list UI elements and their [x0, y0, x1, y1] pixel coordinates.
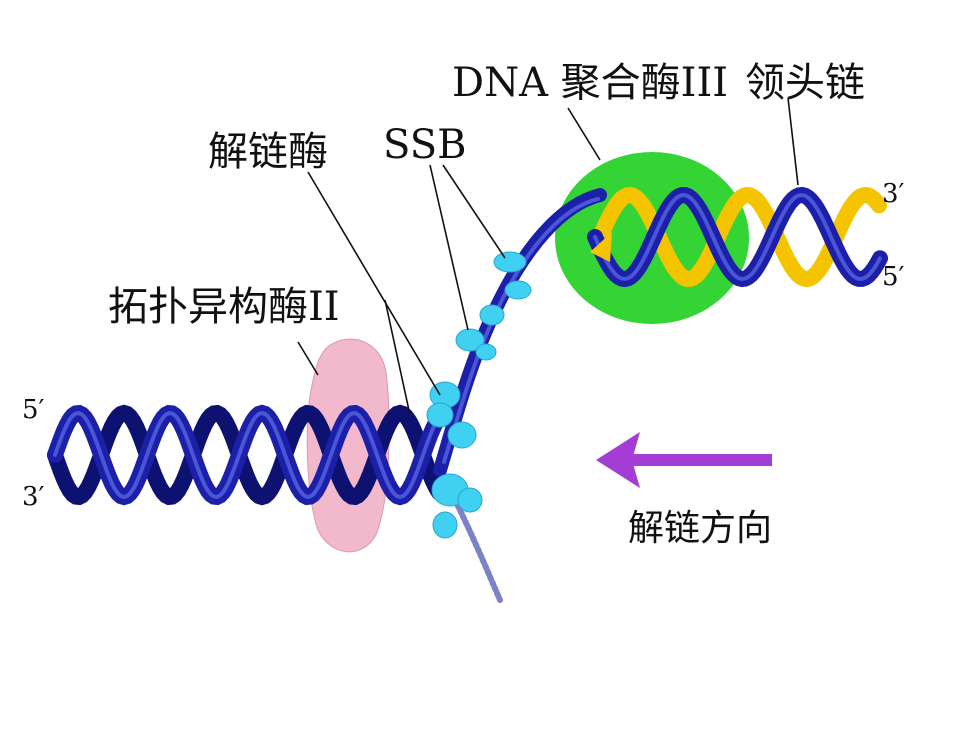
leader-line-topo — [297, 341, 319, 376]
ssb-proteins — [426, 251, 532, 539]
leader-line-helicase-2 — [384, 299, 411, 416]
leader-lines — [297, 97, 799, 416]
topoisomerase-blob — [306, 338, 390, 553]
label-left-top-end: 5′ — [22, 395, 45, 425]
leader-line-ssb-1 — [429, 164, 469, 331]
frayed-strand-end — [452, 497, 503, 603]
label-helicase: 解链酶 — [208, 129, 328, 175]
label-dna-polymerase: DNA 聚合酶III — [452, 60, 728, 106]
ssb-protein — [457, 487, 483, 513]
ssb-protein — [493, 251, 527, 273]
ssb-protein — [426, 402, 454, 428]
left-helix-strand-b-highlight — [53, 410, 441, 500]
ssb-protein — [455, 328, 485, 352]
ssb-protein — [475, 343, 497, 361]
label-ssb: SSB — [383, 122, 467, 168]
ssb-protein — [447, 421, 477, 449]
ssb-protein — [432, 511, 458, 539]
ssb-protein — [479, 304, 505, 326]
unwinding-arrow-head — [596, 432, 640, 488]
left-double-helix — [47, 404, 447, 506]
right-helix-template-highlight — [593, 192, 882, 282]
leader-line-helicase — [307, 171, 441, 396]
leader-line-leading — [787, 97, 799, 186]
label-leading-strand: 领头链 — [745, 60, 865, 106]
label-right-top-end: 3′ — [882, 179, 905, 209]
ssb-protein — [504, 280, 532, 300]
leader-line-ssb-2 — [442, 164, 506, 259]
label-unwinding-direction: 解链方向 — [628, 508, 772, 549]
right-double-helix — [587, 186, 888, 288]
leading-strand-arrowhead — [590, 232, 612, 262]
leader-line-polymerase — [567, 107, 601, 161]
unwound-template-strand-highlight — [442, 197, 600, 464]
label-right-bottom-end: 5′ — [882, 262, 905, 292]
label-left-bottom-end: 3′ — [22, 482, 45, 512]
label-topoisomerase: 拓扑异构酶II — [108, 284, 340, 330]
